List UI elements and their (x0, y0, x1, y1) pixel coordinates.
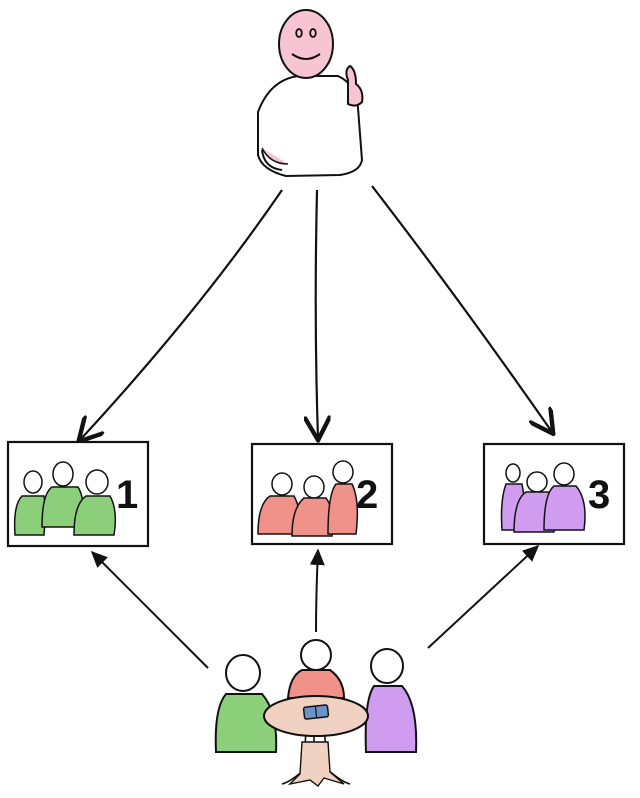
room-3: 3 (482, 442, 626, 546)
group-icon (13, 461, 117, 536)
room-1-number: 1 (116, 473, 138, 517)
room-2-number: 2 (356, 473, 378, 517)
teacher-figure (257, 9, 364, 177)
arrow-group-to-room-3 (427, 544, 540, 649)
room-2: 2 (250, 442, 394, 546)
arrow-teacher-to-room-2 (316, 189, 318, 438)
table-icon (263, 695, 369, 787)
group-icon (257, 460, 359, 537)
room-1: 1 (6, 440, 150, 548)
arrow-group-to-room-2 (309, 548, 325, 633)
table-group (214, 639, 418, 787)
arrow-teacher-to-room-1 (80, 189, 283, 440)
room-3-number: 3 (588, 473, 610, 517)
arrow-group-to-room-1 (90, 550, 209, 669)
teacher-arrows (80, 185, 552, 440)
group-arrows (90, 544, 540, 669)
group-icon (500, 462, 586, 533)
arrow-teacher-to-room-3 (371, 185, 552, 432)
